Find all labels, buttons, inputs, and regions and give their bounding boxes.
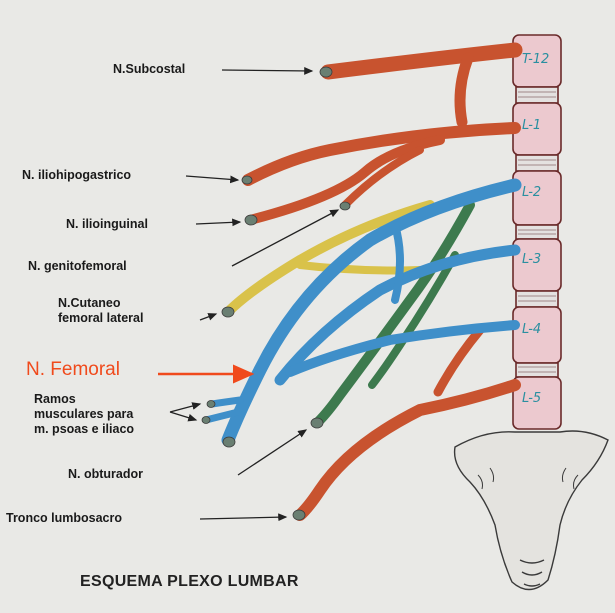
genitofemoral-orange [341,146,424,209]
ramos-musculares-1 [208,396,244,408]
nerve-end-caps [201,66,351,521]
l4-l5-connector [433,325,485,397]
label-cutaneo-femoral-lateral: N.Cutaneo femoral lateral [58,296,144,325]
femoral-root-l2 [221,178,522,447]
blue-nerves [202,178,522,447]
leader-subcostal [221,67,314,75]
leader-ilioinguinal [195,218,242,227]
disc [515,154,559,172]
diagram-title: ESQUEMA PLEXO LUMBAR [80,573,299,590]
label-obturador: N. obturador [68,467,143,481]
genitofemoral-yellow [296,261,424,275]
yellow-nerves [223,200,435,317]
disc-hatching [518,91,556,373]
disc [515,362,559,378]
label-ramos-musculares: Ramos musculares para m. psoas e iliaco [34,392,135,436]
femoral-root-l4 [285,320,520,377]
leader-lines [169,67,340,522]
label-genitofemoral: N. genitofemoral [28,259,127,273]
disc [515,290,559,308]
cutaneo-femoral-nerve [223,200,435,317]
vertebra-label-l4: L-4 [522,322,542,337]
tronco-lumbosacro-nerve [294,379,521,521]
ilioinguinal-nerve [245,135,445,225]
leader-ramos-1 [169,402,202,413]
leader-iliohipogastrico [185,175,240,184]
vertebra-label-l2: L-2 [522,185,542,200]
sacrum [453,430,609,591]
vertebra-l5 [512,376,562,430]
leader-obturador [237,429,308,476]
disc [515,86,559,104]
label-subcostal: N.Subcostal [113,62,186,76]
femoral-root-l3 [274,244,521,386]
femoral-cross [391,221,404,304]
leader-cutaneo [199,313,218,321]
subcostal-nerve [320,42,523,80]
leader-genitofemoral [231,209,340,267]
leader-ramos-2 [169,411,198,422]
leader-tronco [199,513,288,522]
orange-nerves [242,42,523,521]
vertebra-label-l5: L-5 [522,391,542,406]
label-tronco-lumbosacro: Tronco lumbosacro [6,511,122,525]
disc [515,224,559,240]
l1-trunk [242,122,521,186]
t12-l1-connector [454,52,474,128]
spine [512,34,562,430]
vertebra-label-t12: T-12 [522,52,550,67]
label-iliohipogastrico: N. iliohipogastrico [22,168,132,182]
vertebra-label-l1: L-1 [522,118,542,133]
vertebra-label-l3: L-3 [522,252,542,267]
label-ilioinguinal: N. ilioinguinal [66,217,148,231]
label-femoral: N. Femoral [26,359,120,380]
